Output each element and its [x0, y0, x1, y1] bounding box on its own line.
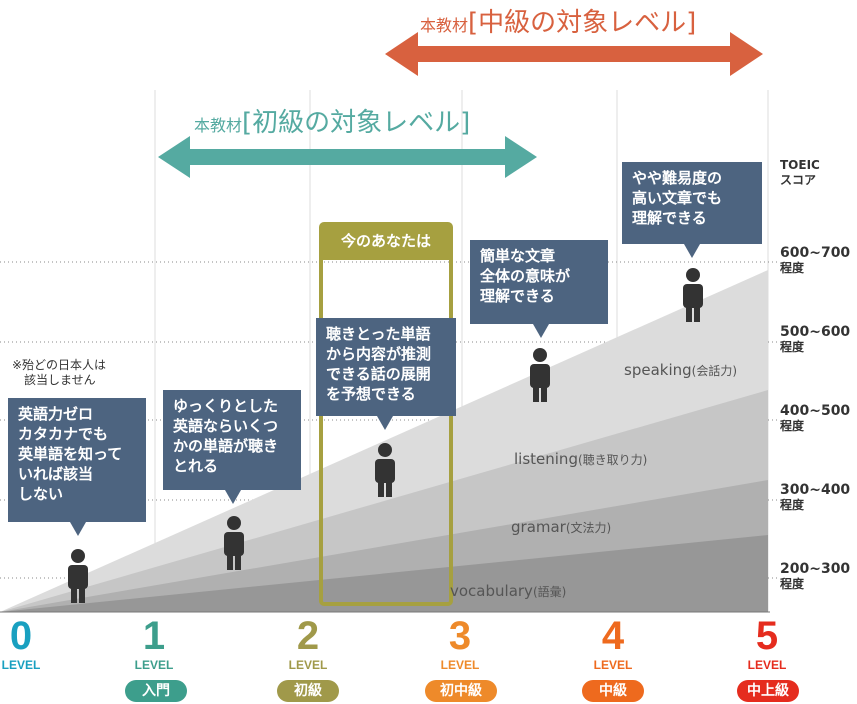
level-4-badge: 中級: [582, 680, 644, 702]
bubble-level0: 英語力ゼロカタカナでも英単語を知っていれば該当しない: [8, 398, 146, 536]
level-2-number: 2: [296, 614, 320, 658]
skill-listening: listening(聴き取り力): [514, 450, 648, 468]
level-1-number: 1: [142, 614, 166, 658]
current-level-header: [321, 224, 451, 260]
level-0-word: LEVEL: [1, 658, 41, 672]
intermediate-banner: 本教材[中級の対象レベル]: [420, 2, 696, 39]
person-icon-2: [375, 443, 395, 497]
level-1-badge: 入門: [125, 680, 187, 702]
person-icon-4: [683, 268, 703, 322]
level-5-badge: 中上級: [737, 680, 799, 702]
beginner-banner-title: [初級の対象レベル]: [242, 108, 471, 138]
people-icons: [68, 268, 703, 603]
intermediate-banner-prefix: 本教材: [420, 16, 469, 35]
level-3-number: 3: [448, 614, 472, 658]
intermediate-range-arrow: [385, 32, 763, 76]
beginner-range-arrow: [158, 136, 537, 178]
level-3-badge: 初中級: [425, 680, 497, 702]
band-vocabulary: [0, 535, 768, 612]
bubble-level2: 聴きとった単語から内容が推測できる話の展開を予想できる: [316, 318, 456, 430]
level-4-number: 4: [601, 614, 625, 658]
skill-speaking: speaking(会話力): [624, 361, 738, 379]
bubble-level1: ゆっくりとした英語ならいくつかの単語が聴きとれる: [163, 390, 301, 504]
level-4-word: LEVEL: [593, 658, 633, 672]
level-2-word: LEVEL: [288, 658, 328, 672]
current-level-label: 今のあなたは: [340, 232, 431, 250]
intermediate-banner-title: [中級の対象レベル]: [468, 8, 697, 38]
level0-note: ※殆どの日本人は該当しません: [12, 358, 107, 387]
level-1-word: LEVEL: [134, 658, 174, 672]
bubble-level3: 簡単な文章全体の意味が理解できる: [470, 240, 608, 338]
level-5-word: LEVEL: [747, 658, 787, 672]
skill-vocabulary: vocabulary(語彙): [450, 582, 567, 600]
skill-grammar: gramar(文法力): [511, 518, 612, 536]
level-3-word: LEVEL: [440, 658, 480, 672]
person-icon-3: [530, 348, 550, 402]
person-icon-1: [224, 516, 244, 570]
level-2-badge: 初級: [277, 680, 339, 702]
person-icon-0: [68, 549, 88, 603]
bubble-level4: やや難易度の高い文章でも理解できる: [622, 162, 762, 258]
beginner-banner-prefix: 本教材: [194, 116, 243, 135]
level-0-number: 0: [9, 614, 33, 658]
level-5-number: 5: [755, 614, 779, 658]
beginner-banner: 本教材[初級の対象レベル]: [194, 102, 470, 139]
